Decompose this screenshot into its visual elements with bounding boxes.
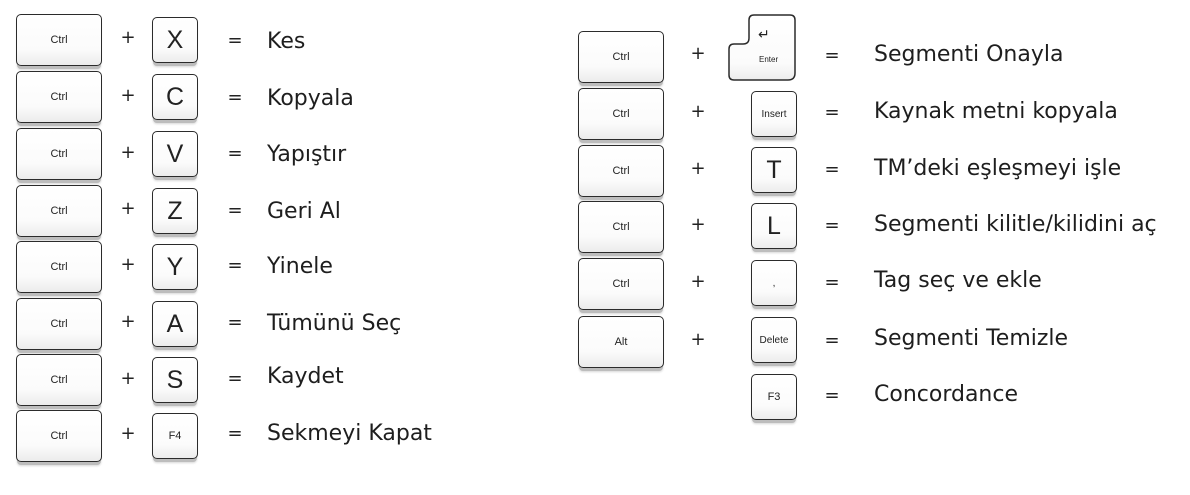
equals-sign: = [227, 423, 243, 444]
ctrl-key: Ctrl [578, 31, 664, 83]
action-label-clear-segment: Segmenti Temizle [874, 326, 1069, 351]
comma-key: , [751, 260, 797, 306]
equals-sign: = [227, 368, 243, 389]
y-key: Y [152, 244, 198, 290]
action-label-close-tab: Sekmeyi Kapat [267, 421, 432, 446]
enter-key-label: Enter [759, 55, 779, 64]
plus-sign: + [120, 254, 136, 275]
f4-key: F4 [152, 413, 198, 459]
ctrl-key: Ctrl [578, 145, 664, 197]
plus-sign: + [690, 214, 706, 235]
plus-sign: + [690, 43, 706, 64]
action-label-paste: Yapıştır [267, 142, 347, 167]
ctrl-key: Ctrl [16, 185, 102, 237]
x-key: X [152, 17, 198, 63]
action-label-apply-tm-match: TM’deki eşleşmeyi işle [874, 156, 1122, 181]
z-key: Z [152, 188, 198, 234]
equals-sign: = [227, 143, 243, 164]
ctrl-key: Ctrl [578, 88, 664, 140]
equals-sign: = [227, 312, 243, 333]
enter-arrow-icon: ↵ [758, 27, 770, 43]
action-label-confirm-segment: Segmenti Onayla [874, 42, 1064, 67]
v-key: V [152, 131, 198, 177]
equals-sign: = [824, 385, 840, 406]
plus-sign: + [120, 423, 136, 444]
ctrl-key: Ctrl [16, 14, 102, 66]
l-key: L [751, 203, 797, 249]
equals-sign: = [824, 330, 840, 351]
f3-key: F3 [751, 374, 797, 420]
action-label-lock-segment: Segmenti kilitle/kilidini aç [874, 212, 1157, 237]
plus-sign: + [120, 27, 136, 48]
action-label-select-all: Tümünü Seç [267, 311, 402, 336]
plus-sign: + [690, 271, 706, 292]
ctrl-key: Ctrl [578, 201, 664, 253]
action-label-copy: Kopyala [267, 86, 354, 111]
equals-sign: = [824, 159, 840, 180]
action-label-save: Kaydet [267, 364, 344, 389]
delete-key: Delete [751, 317, 797, 363]
a-key: A [152, 301, 198, 347]
ctrl-key: Ctrl [16, 298, 102, 350]
ctrl-key: Ctrl [16, 354, 102, 406]
action-label-copy-source: Kaynak metni kopyala [874, 99, 1118, 124]
equals-sign: = [824, 272, 840, 293]
plus-sign: + [120, 142, 136, 163]
ctrl-key: Ctrl [16, 128, 102, 180]
action-label-concordance: Concordance [874, 382, 1018, 407]
plus-sign: + [120, 85, 136, 106]
c-key: C [152, 74, 198, 120]
ctrl-key: Ctrl [16, 410, 102, 462]
action-label-redo: Yinele [267, 254, 333, 279]
ctrl-key: Ctrl [16, 71, 102, 123]
equals-sign: = [227, 87, 243, 108]
plus-sign: + [690, 329, 706, 350]
ctrl-key: Ctrl [16, 241, 102, 293]
action-label-undo: Geri Al [267, 199, 341, 224]
action-label-cut: Kes [267, 29, 306, 54]
equals-sign: = [824, 45, 840, 66]
insert-key: Insert [751, 91, 797, 137]
plus-sign: + [120, 311, 136, 332]
ctrl-key: Ctrl [578, 258, 664, 310]
plus-sign: + [690, 101, 706, 122]
equals-sign: = [227, 30, 243, 51]
plus-sign: + [690, 158, 706, 179]
equals-sign: = [824, 102, 840, 123]
equals-sign: = [227, 255, 243, 276]
alt-key: Alt [578, 316, 664, 368]
equals-sign: = [227, 200, 243, 221]
s-key: S [152, 357, 198, 403]
plus-sign: + [120, 198, 136, 219]
plus-sign: + [120, 368, 136, 389]
action-label-insert-tag: Tag seç ve ekle [874, 268, 1042, 293]
equals-sign: = [824, 215, 840, 236]
t-key: T [751, 147, 797, 193]
enter-key: ↵ Enter [728, 14, 796, 82]
